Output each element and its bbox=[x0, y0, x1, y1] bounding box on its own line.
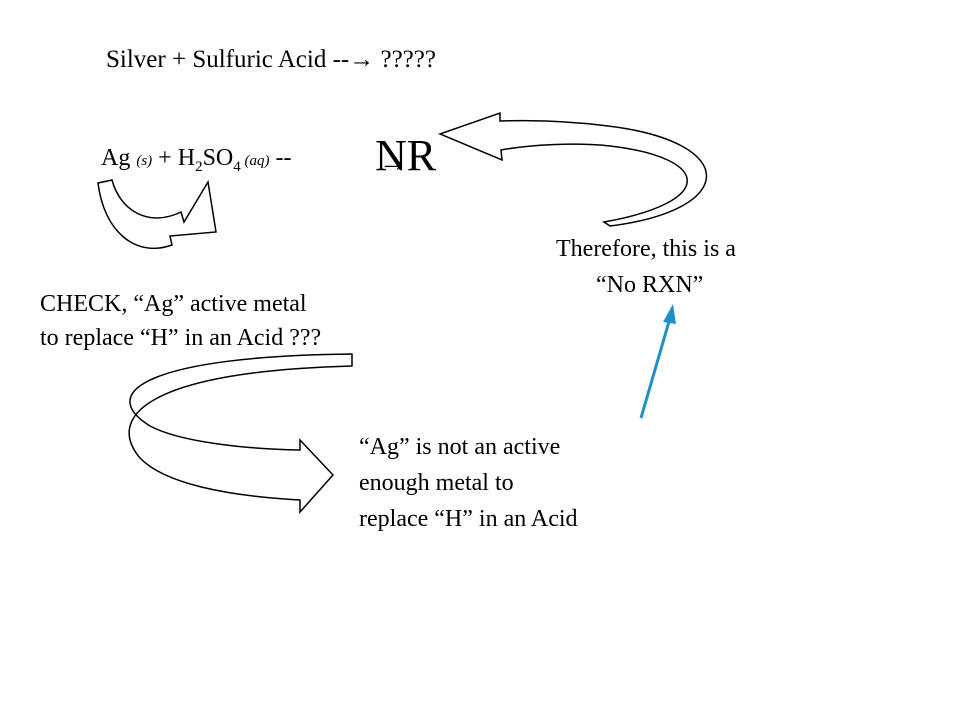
explanation-line-3: replace “H” in an Acid bbox=[359, 506, 578, 532]
large-curved-arrow-icon bbox=[437, 111, 707, 227]
nr-arrow-icon: → bbox=[379, 147, 407, 178]
explanation-text: “Ag” is not an active enough metal to re… bbox=[359, 429, 578, 537]
explanation-line-1: “Ag” is not an active bbox=[359, 434, 561, 460]
acid-h: H bbox=[177, 145, 196, 171]
check-line-2: to replace “H” in an Acid ??? bbox=[40, 325, 322, 351]
plus-sign: + bbox=[152, 145, 178, 171]
small-curved-arrow-icon bbox=[97, 179, 217, 250]
state-aqueous: (aq) bbox=[240, 153, 270, 169]
check-line-1: CHECK, “Ag” active metal bbox=[40, 291, 307, 317]
title-text: Silver + Sulfuric Acid -- bbox=[106, 46, 350, 73]
state-solid: (s) bbox=[136, 153, 153, 169]
lower-curved-arrow-icon bbox=[128, 353, 353, 514]
nr-letters: NR bbox=[375, 131, 437, 180]
conclusion-text: Therefore, this is a “No RXN” bbox=[556, 231, 736, 303]
check-text: CHECK, “Ag” active metal to replace “H” … bbox=[40, 287, 321, 355]
blue-straight-arrow-icon bbox=[639, 304, 676, 419]
title-arrow-icon: → bbox=[349, 46, 375, 73]
acid-so-subscript: 4 bbox=[233, 159, 241, 175]
explanation-line-2: enough metal to bbox=[359, 470, 514, 496]
equation-dash: -- bbox=[269, 145, 292, 171]
chemical-equation: Ag (s) + H2SO4 (aq) -- bbox=[101, 145, 292, 175]
reactant-silver: Ag bbox=[101, 145, 137, 171]
no-reaction-symbol: NR→ bbox=[375, 134, 436, 178]
conclusion-line-2: “No RXN” bbox=[596, 272, 704, 298]
acid-so: SO bbox=[202, 145, 234, 171]
title-question: ????? bbox=[374, 46, 436, 73]
page-title: Silver + Sulfuric Acid --→ ????? bbox=[106, 47, 436, 72]
conclusion-line-1: Therefore, this is a bbox=[556, 236, 736, 262]
acid-h-subscript: 2 bbox=[195, 159, 203, 175]
